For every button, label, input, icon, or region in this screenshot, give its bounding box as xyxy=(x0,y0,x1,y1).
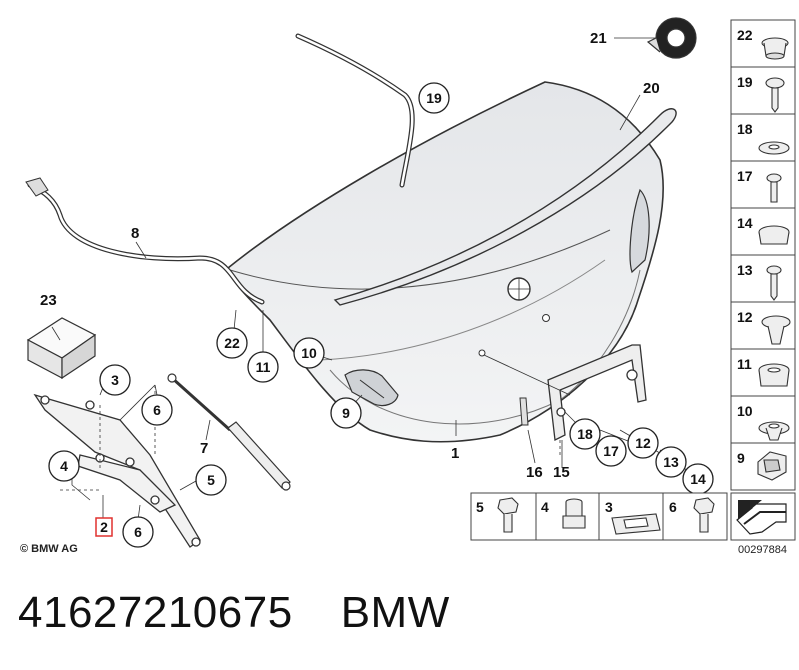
callout-20: 20 xyxy=(643,80,660,97)
brand-name: BMW xyxy=(340,588,450,637)
lock-bracket xyxy=(547,344,647,441)
callout-18-circle: 18 xyxy=(569,418,601,450)
bolt-5 xyxy=(497,497,519,533)
bolt-17 xyxy=(766,173,782,203)
grommet-10 xyxy=(758,421,790,441)
screw-13 xyxy=(766,265,782,301)
bottom-part-label-3: 3 xyxy=(605,499,613,515)
part-number: 41627210675 xyxy=(18,588,293,637)
callout-22-circle: 22 xyxy=(216,327,248,359)
callout-6-bottom: 6 xyxy=(134,524,142,540)
spacer-4 xyxy=(562,498,586,529)
callout-labels: 21 20 8 1 7 23 16 15 19 22 11 10 9 3 xyxy=(20,30,714,555)
upper-cable xyxy=(295,33,415,188)
callout-23: 23 xyxy=(40,292,57,309)
parts-diagram: 21 20 8 1 7 23 16 15 19 22 11 10 9 3 xyxy=(20,17,796,556)
callout-3: 3 xyxy=(111,372,119,388)
pad-3 xyxy=(611,513,661,535)
bolt-6 xyxy=(693,497,715,533)
dashed-guides xyxy=(60,385,561,491)
side-part-label-19: 19 xyxy=(737,74,753,90)
clip-12 xyxy=(761,315,791,345)
callout-8: 8 xyxy=(131,225,139,242)
callout-19-circle: 19 xyxy=(418,82,450,114)
bottom-part-label-4: 4 xyxy=(541,499,549,515)
bottom-part-label-6: 6 xyxy=(669,499,677,515)
grommet-11 xyxy=(758,363,790,387)
callout-10-circle: 10 xyxy=(293,337,325,369)
side-part-label-14: 14 xyxy=(737,215,753,231)
highlighted-callout-2: 2 xyxy=(95,517,113,537)
plug-14 xyxy=(758,225,790,245)
callout-14: 14 xyxy=(690,471,706,487)
nut-clip-9 xyxy=(757,451,787,481)
side-part-label-10: 10 xyxy=(737,403,753,419)
copyright-text: © BMW AG xyxy=(20,543,78,555)
callout-19: 19 xyxy=(426,90,442,106)
callout-2: 2 xyxy=(100,519,108,535)
side-part-label-18: 18 xyxy=(737,121,753,137)
callout-7: 7 xyxy=(200,440,208,457)
rubber-strip xyxy=(519,397,529,426)
callout-17: 17 xyxy=(603,443,619,459)
side-part-label-17: 17 xyxy=(737,168,753,184)
callout-15: 15 xyxy=(553,464,570,481)
callout-12: 12 xyxy=(635,435,651,451)
callout-9: 9 xyxy=(342,405,350,421)
callout-1: 1 xyxy=(451,445,459,462)
callout-3-circle: 3 xyxy=(99,364,131,396)
foam-block xyxy=(26,317,97,380)
callout-13: 13 xyxy=(663,454,679,470)
side-parts-column: 22 19 18 17 14 13 12 11 xyxy=(730,19,796,491)
side-part-label-13: 13 xyxy=(737,262,753,278)
diagram-code: 00297884 xyxy=(738,544,787,556)
callout-10: 10 xyxy=(301,345,317,361)
callout-11-circle: 11 xyxy=(247,351,279,383)
bottom-part-label-5: 5 xyxy=(476,499,484,515)
callout-17-circle: 17 xyxy=(595,435,627,467)
callout-18: 18 xyxy=(577,426,593,442)
footer-caption: 41627210675 BMW xyxy=(18,578,450,648)
callout-16: 16 xyxy=(526,464,543,481)
callout-13-circle: 13 xyxy=(655,446,687,478)
side-part-label-12: 12 xyxy=(737,309,753,325)
callout-6-circle-bottom: 6 xyxy=(122,516,154,548)
callout-21: 21 xyxy=(590,30,607,47)
hinge-assembly xyxy=(33,393,201,548)
side-part-label-22: 22 xyxy=(737,27,753,43)
side-part-label-11: 11 xyxy=(737,356,752,372)
arrow-icon xyxy=(736,500,787,535)
side-part-label-9: 9 xyxy=(737,450,745,466)
callout-6-circle-top: 6 xyxy=(141,394,173,426)
grommet-22 xyxy=(761,37,789,60)
callout-12-circle: 12 xyxy=(627,427,659,459)
callout-5-circle: 5 xyxy=(195,464,227,496)
gas-strut xyxy=(167,373,291,491)
callout-11: 11 xyxy=(256,359,271,375)
spoiler-part xyxy=(333,108,677,306)
callout-9-circle: 9 xyxy=(330,397,362,429)
callout-14-circle: 14 xyxy=(682,463,714,495)
release-cable xyxy=(25,177,265,305)
callout-5: 5 xyxy=(207,472,215,488)
callout-6-top: 6 xyxy=(153,402,161,418)
callout-4-circle: 4 xyxy=(48,450,80,482)
washer-18 xyxy=(758,141,790,155)
bottom-parts-row: 5 4 3 6 00297884 xyxy=(470,492,796,556)
callout-22: 22 xyxy=(224,335,240,351)
callout-4: 4 xyxy=(60,458,68,474)
screw-19 xyxy=(765,77,785,113)
